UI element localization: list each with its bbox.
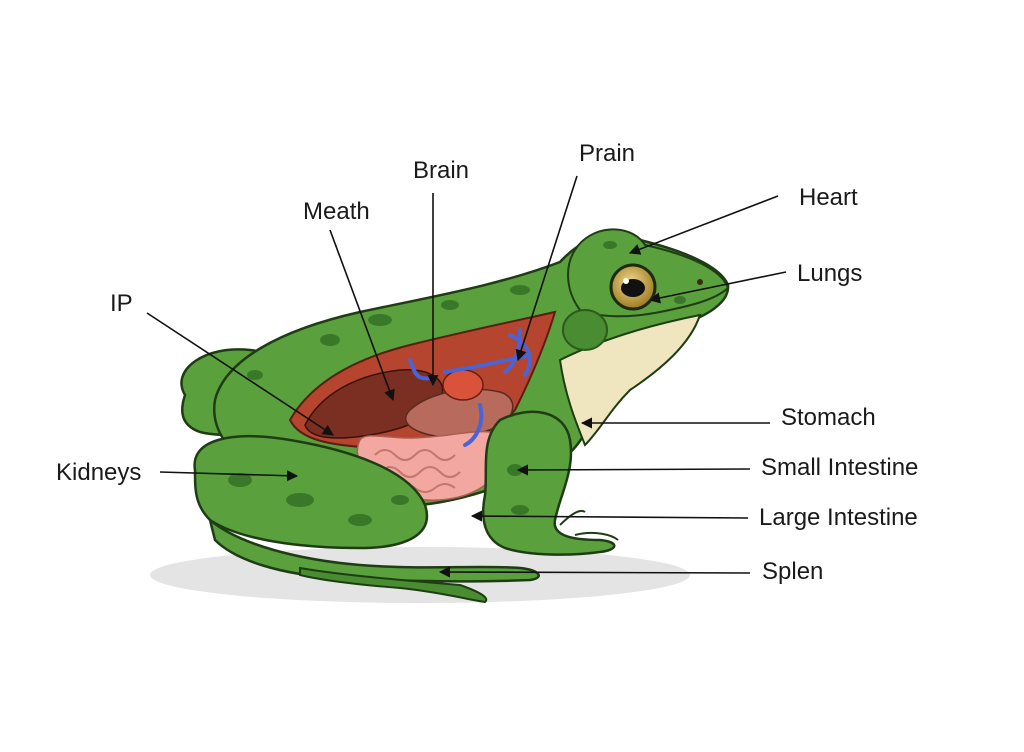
leader-splen [438, 566, 751, 578]
label-prain: Prain [579, 140, 635, 167]
leader-large-intestine [470, 510, 749, 522]
nostril [697, 279, 703, 285]
eye-highlight [623, 278, 629, 284]
hind-foot [299, 566, 488, 604]
label-small-intestine: Small Intestine [761, 454, 918, 481]
label-large-intestine: Large Intestine [759, 504, 918, 531]
heart-organ [442, 369, 484, 401]
leader-prain [515, 175, 578, 362]
leader-kidneys [159, 470, 299, 482]
tympanum [562, 309, 608, 351]
label-lungs: Lungs [797, 260, 862, 287]
leader-small-intestine [516, 464, 751, 476]
leader-ip [146, 312, 334, 436]
leader-lungs [648, 271, 787, 304]
label-splen: Splen [762, 558, 823, 585]
label-ip: IP [110, 290, 133, 317]
label-kidneys: Kidneys [56, 459, 141, 486]
label-meath: Meath [303, 198, 370, 225]
leader-heart [628, 195, 779, 255]
leader-meath [329, 229, 395, 402]
label-heart: Heart [799, 184, 858, 211]
label-stomach: Stomach [781, 404, 876, 431]
front-toes [559, 509, 619, 541]
label-brain: Brain [413, 157, 469, 184]
front-leg [481, 410, 616, 556]
